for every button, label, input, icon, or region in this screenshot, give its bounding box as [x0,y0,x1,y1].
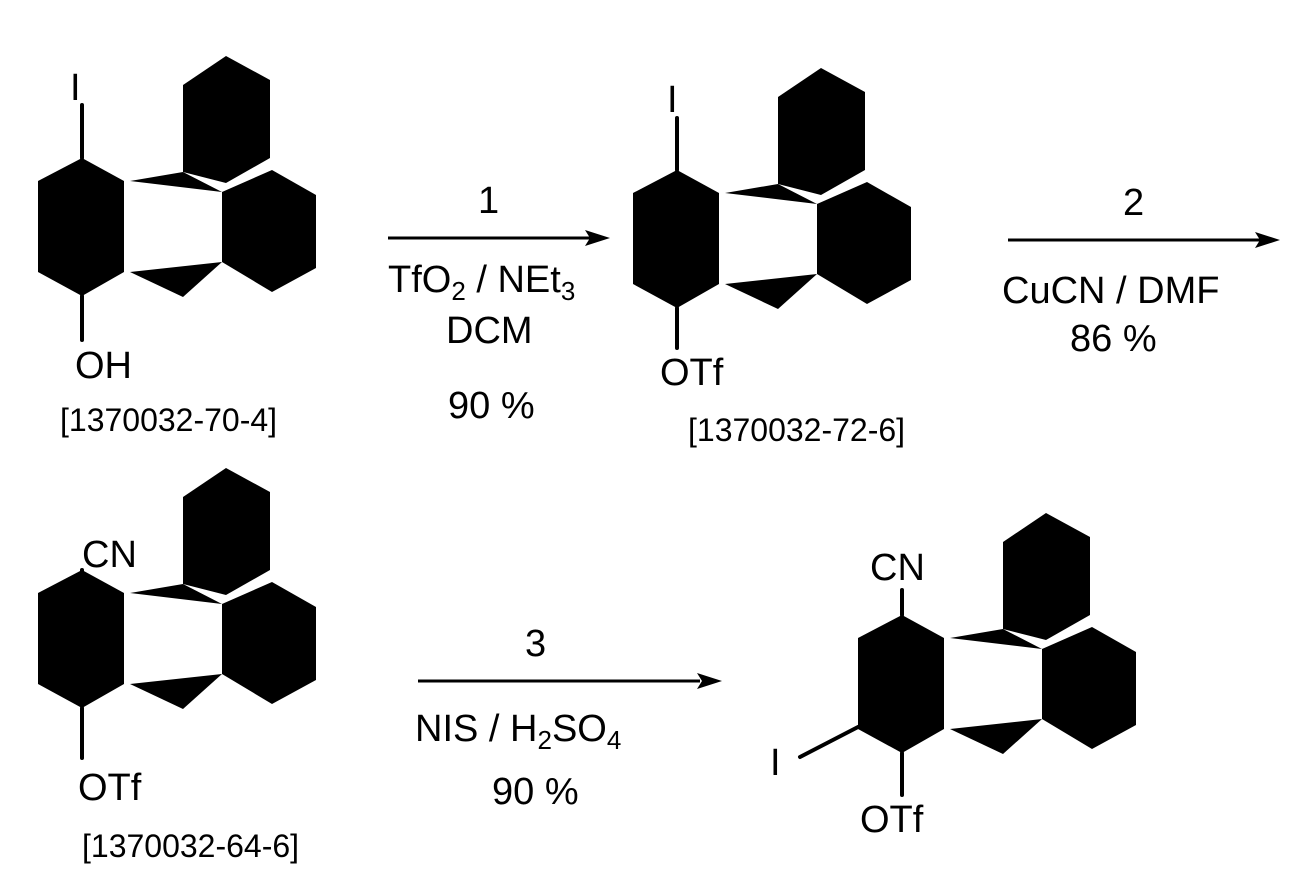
step-1-number: 1 [478,180,499,222]
step-1: 1 TfO2 / NEt3 DCM 90 % [388,180,610,427]
step-3: 3 NIS / H2SO4 90 % [415,623,722,813]
compound-2: I OTf [1370032-72-6] [633,68,911,448]
step-3-reagents: NIS / H2SO4 [415,708,621,755]
compound-2-top-substituent: I [667,79,678,121]
step-3-yield: 90 % [492,771,579,813]
step-2-reagents: CuCN / DMF [1002,270,1219,312]
step-2: 2 CuCN / DMF 86 % [1002,182,1280,360]
compound-4-bottom-substituent: OTf [860,799,924,841]
compound-4: CN OTf I [770,513,1136,841]
compound-1-top-substituent: I [70,67,81,109]
compound-1-bottom-substituent: OH [75,345,132,387]
step-1-solvent: DCM [446,310,533,352]
compound-4-side-substituent: I [770,742,781,784]
compound-3-skeleton [38,468,316,709]
step-3-number: 3 [525,623,546,665]
compound-2-cas: [1370032-72-6] [688,412,905,448]
compound-4-top-substituent: CN [870,547,925,589]
compound-3: CN OTf [1370032-64-6] [38,468,316,864]
compound-3-bottom-substituent: OTf [78,767,142,809]
step-2-number: 2 [1123,182,1144,224]
step-1-reagents: TfO2 / NEt3 [388,259,575,306]
compound-3-cas: [1370032-64-6] [82,828,299,864]
step-3-arrowhead [697,673,722,689]
compound-1: I OH [1370032-70-4] [38,56,316,438]
compound-3-top-substituent: CN [82,534,137,576]
compound-1-cas: [1370032-70-4] [60,402,277,438]
step-2-yield: 86 % [1070,318,1157,360]
compound-2-bottom-substituent: OTf [660,352,724,394]
step-1-yield: 90 % [448,385,535,427]
